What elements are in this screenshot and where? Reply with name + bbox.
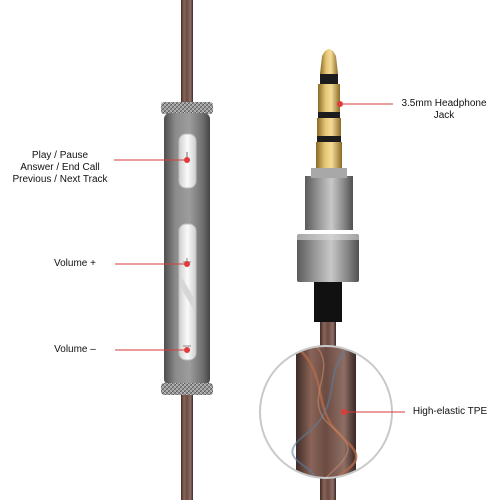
volume-up-label: Volume + xyxy=(54,258,96,269)
volume-down-label: Volume – xyxy=(54,344,96,355)
play-pause-callout: Play / Pause Answer / End Call Previous … xyxy=(6,150,114,186)
callout-lines xyxy=(114,103,405,413)
play-pause-label-1: Play / Pause xyxy=(31,150,89,161)
jack-label-1: 3.5mm Headphone xyxy=(401,98,487,109)
volume-up-callout: Volume + xyxy=(40,258,110,270)
remote-cable-top xyxy=(181,0,193,102)
tpe-label: High-elastic TPE xyxy=(412,406,488,417)
tpe-magnifier xyxy=(259,345,393,479)
remote-cable-bottom xyxy=(181,392,193,500)
play-pause-label-2: Answer / End Call xyxy=(20,162,100,173)
tpe-callout: High-elastic TPE xyxy=(404,406,496,418)
jack-callout: 3.5mm Headphone Jack xyxy=(394,98,494,122)
play-pause-label-3: Previous / Next Track xyxy=(12,174,108,185)
volume-down-callout: Volume – xyxy=(40,344,110,356)
jack-label-2: Jack xyxy=(433,110,455,121)
callout-dots xyxy=(184,101,347,415)
